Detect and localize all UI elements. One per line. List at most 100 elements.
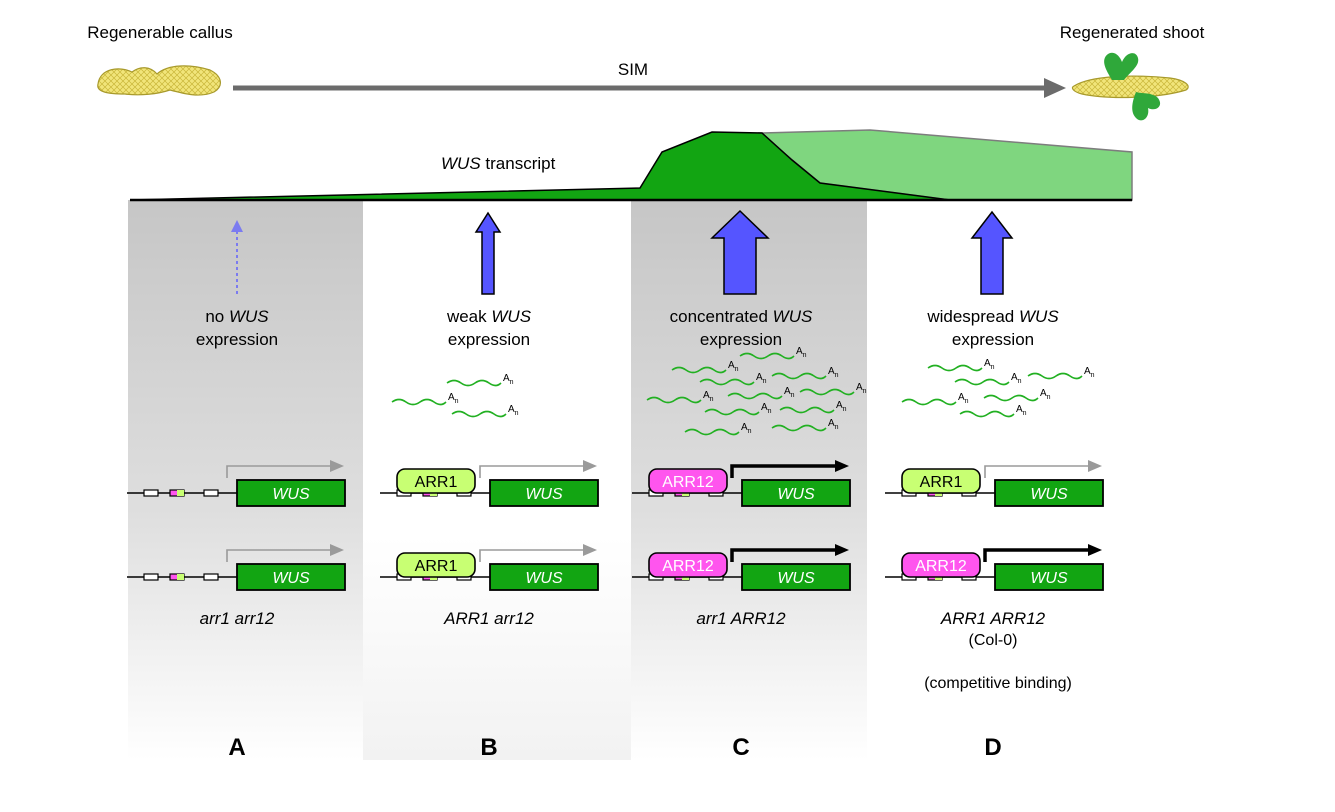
panel-letter-a: A [228,734,245,761]
wus-gene-box [489,563,599,591]
mrna-transcript: An [646,390,714,404]
poly-a-tail: An [958,392,969,405]
transcription-arrowhead [330,544,344,556]
poly-a-tail: An [856,382,867,395]
panel-d-expression-level: widespread WUS [926,307,1059,326]
poly-a-tail: An [1040,388,1051,401]
panel-d-genotype-extra: (Col-0) [969,632,1018,649]
poly-a-tail: An [703,390,714,403]
mrna-transcript: An [983,388,1051,402]
transcription-arrow [730,464,837,478]
wus-gene-label: WUS [525,486,563,503]
mrna-transcript: An [671,360,739,374]
wus-construct: WUS [127,460,346,507]
arr1-protein [396,468,476,494]
mrna-transcript: An [779,400,847,414]
wus-gene-label: WUS [1030,570,1068,587]
mrna-transcript: An [927,358,995,372]
arr12-protein-label: ARR12 [662,558,714,575]
transcription-arrowhead [583,544,597,556]
transcription-arrowhead [330,460,344,472]
poly-a-tail: An [741,422,752,435]
blue-arrow-c [710,209,770,295]
wus-gene-label: WUS [272,486,310,503]
wus-transcript-curve: WUS transcript [129,129,1133,202]
panel-c-expression-word: expression [700,330,782,349]
mrna-transcript: An [704,402,772,416]
wus-construct: WUS ARR1 [885,460,1104,507]
poly-a-tail: An [503,373,514,386]
curve-dark-area [129,131,951,201]
arr1-binding-half [177,574,184,580]
panel-b-genotype: ARR1 arr12 [443,609,534,628]
transcription-arrowhead [835,544,849,556]
mrna-transcript: An [901,392,969,406]
panel-letter-c: C [732,734,749,761]
arr1-protein-label: ARR1 [415,474,458,491]
gene-constructs: WUSWUSWUSARR1WUSARR1WUSARR12WUSARR12WUSA… [127,460,1104,591]
transcription-arrowhead [1088,460,1102,472]
wus-gene-box [741,479,851,507]
panel-b-expression-level: weak WUS [446,307,532,326]
wus-construct: WUS [127,544,346,591]
mrna-transcript: An [799,382,867,396]
panel-letter-b: B [480,734,497,761]
poly-a-tail: An [728,360,739,373]
wus-gene-label: WUS [1030,486,1068,503]
wus-gene-label: WUS [525,570,563,587]
panel-a-expression-level: no WUS [205,307,269,326]
arr1-protein-label: ARR1 [920,474,963,491]
panel-a-expression-word: expression [196,330,278,349]
poly-a-tail: An [761,402,772,415]
poly-a-tail: An [828,366,839,379]
mrna-transcript: An [1027,366,1095,380]
mrna-transcript: An [451,404,519,418]
mrna-transcript: An [684,422,752,436]
mrna-transcript: An [771,366,839,380]
transcription-arrowhead [583,460,597,472]
poly-a-tail: An [448,392,459,405]
panel-d-expression-word: expression [952,330,1034,349]
transcription-arrow [479,465,585,478]
transcription-arrowhead [1088,544,1102,556]
arr12-protein-label: ARR12 [915,558,967,575]
panel-c-expression-level: concentrated WUS [670,307,813,326]
wus-gene-box [236,479,346,507]
poly-a-tail: An [984,358,995,371]
mrna-transcript: An [446,373,514,387]
panel-c-genotype: arr1 ARR12 [696,609,786,628]
transcription-arrow [730,548,837,562]
mrna-transcript: An [727,386,795,400]
blue-arrow-b [474,211,502,295]
sim-arrow-head [1044,78,1066,98]
poly-a-tail: An [508,404,519,417]
poly-a-tail: An [1011,372,1022,385]
arr12-protein [648,552,728,578]
arr12-protein-label: ARR12 [662,474,714,491]
mrna-transcript: An [699,372,767,386]
wus-construct: WUS ARR12 [885,544,1104,591]
poly-a-tail: An [784,386,795,399]
poly-a-tail: An [836,400,847,413]
panel-letters: A B C D [228,734,1001,761]
transcription-arrowhead [835,460,849,472]
wus-construct: WUS ARR1 [380,460,599,507]
promoter-element [203,489,219,497]
arr12-protein [901,552,981,578]
callus-illustration [97,65,221,96]
wus-gene-box [236,563,346,591]
wus-transcript-label: WUS transcript [441,154,556,173]
transcription-arrow [983,548,1090,562]
mrna-transcript: An [391,392,459,406]
top-row: Regenerable callus SIM Regenerated shoot [87,23,1205,121]
promoter-element [203,573,219,581]
arr1-binding-half [177,490,184,496]
poly-a-tail: An [756,372,767,385]
blue-arrow-d [970,210,1014,295]
wus-gene-box [741,563,851,591]
